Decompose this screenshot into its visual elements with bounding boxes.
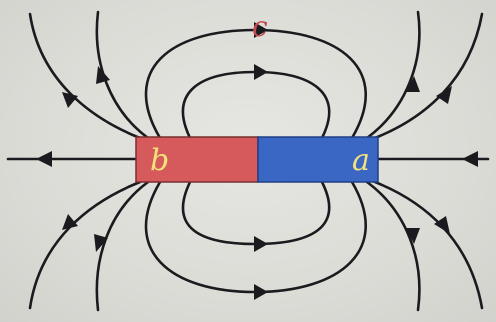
arrow-outer-top-right-1 (436, 86, 452, 104)
field-line-upper-middle (146, 30, 366, 138)
arrow-lower-inner (254, 236, 268, 252)
arrow-upper-inner (254, 64, 268, 80)
pole-label-b: b (150, 143, 169, 178)
field-line-lower-middle (146, 182, 366, 292)
point-label-c: c (252, 10, 268, 43)
arrow-axis-right (462, 151, 478, 167)
field-line-outer-bottom-left-2 (97, 182, 148, 310)
field-line-lower-inner (183, 182, 329, 244)
pole-label-a: a (352, 143, 370, 178)
arrow-outer-bottom-right-1 (434, 216, 450, 234)
bar-magnet: b a (136, 137, 378, 182)
field-line-outer-bottom-right-1 (375, 182, 482, 308)
arrow-axis-left (36, 151, 52, 167)
field-line-outer-top-left-1 (30, 14, 140, 138)
field-line-upper-inner (183, 72, 329, 138)
field-line-outer-bottom-left-1 (30, 182, 140, 308)
arrow-lower-middle (254, 284, 268, 300)
field-line-outer-top-right-1 (375, 14, 482, 138)
